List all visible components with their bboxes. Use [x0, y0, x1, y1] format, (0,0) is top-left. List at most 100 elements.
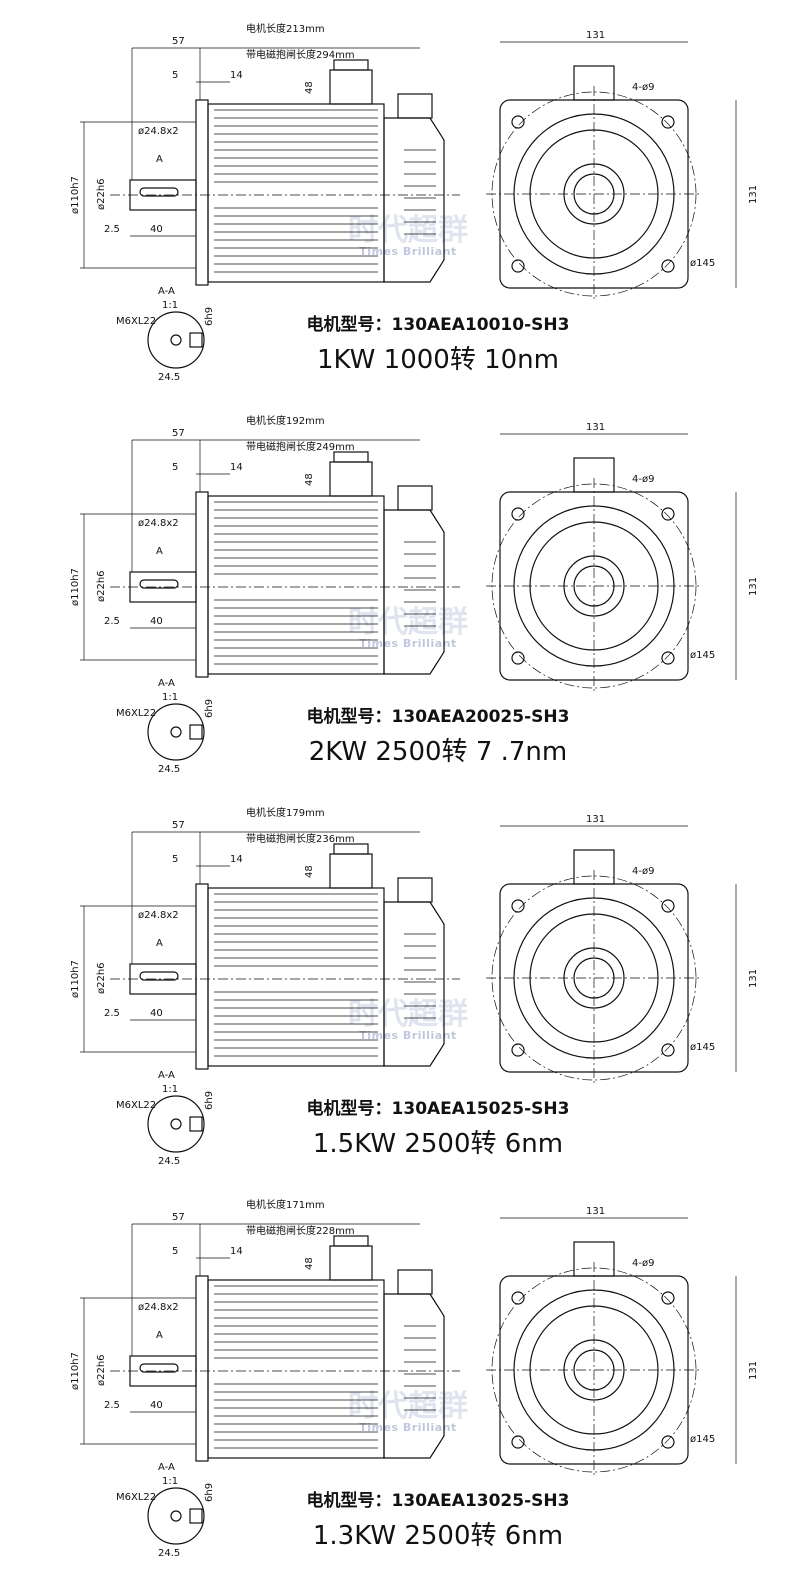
holes-label: 4-ø9: [632, 1258, 655, 1269]
brake-length-label: 带电磁抱闸长度228mm: [246, 1226, 355, 1237]
cooling-fins: [214, 109, 436, 273]
dim-24-8: ø24.8x2: [138, 1302, 179, 1313]
dim-24-5: 24.5: [158, 372, 181, 383]
shaft-key: [139, 187, 179, 197]
dim-40: 40: [150, 224, 163, 235]
dim-40: 40: [150, 1400, 163, 1411]
dim-57: 57: [172, 820, 185, 831]
motor-flange: [195, 1275, 209, 1462]
dim-57: 57: [172, 428, 185, 439]
dim-48: 48: [304, 473, 315, 486]
mount-hole-tl: [511, 115, 525, 129]
mount-hole-bl: [511, 1435, 525, 1449]
cooling-fins: [214, 501, 436, 665]
encoder-housing: [383, 1293, 445, 1459]
holes-label: 4-ø9: [632, 866, 655, 877]
section-aa: A-A: [158, 1070, 175, 1081]
cooling-fins: [214, 1285, 436, 1449]
dim-145: ø145: [690, 650, 716, 661]
encoder-housing: [383, 509, 445, 675]
dim-110: ø110h7: [70, 568, 81, 606]
mount-hole-tl: [511, 1291, 525, 1305]
dim-2-5: 2.5: [104, 1400, 120, 1411]
dim-2-5: 2.5: [104, 1008, 120, 1019]
section-mark: A: [156, 1330, 163, 1341]
shaft-section: [147, 311, 205, 369]
motor-panel-2: 时代超群 Times Brilliant: [0, 392, 800, 784]
technical-drawing: [80, 1217, 737, 1545]
dim-48: 48: [304, 81, 315, 94]
motor-body: [207, 103, 385, 283]
brake-length-label: 带电磁抱闸长度236mm: [246, 834, 355, 845]
motor-length-label: 电机长度213mm: [246, 24, 325, 35]
dim-2-5: 2.5: [104, 616, 120, 627]
motor-body: [207, 887, 385, 1067]
thread-label: M6XL22: [116, 708, 157, 719]
dim-145: ø145: [690, 258, 716, 269]
dim-131-top: 131: [586, 422, 606, 433]
dim-2-5: 2.5: [104, 224, 120, 235]
dim-110: ø110h7: [70, 1352, 81, 1390]
encoder-housing: [383, 117, 445, 283]
spec-label: 1KW 1000转 10nm: [317, 345, 559, 375]
dim-48: 48: [304, 865, 315, 878]
brake-length-label: 带电磁抱闸长度294mm: [246, 50, 355, 61]
motor-flange: [195, 491, 209, 678]
motor-panel-1: 时代超群 Times Brilliant: [0, 0, 800, 392]
motor-panel-3: 时代超群 Times Brilliant: [0, 784, 800, 1176]
dim-40: 40: [150, 1008, 163, 1019]
section-scale: 1:1: [162, 300, 179, 311]
dim-110: ø110h7: [70, 960, 81, 998]
section-aa: A-A: [158, 286, 175, 297]
dim-14: 14: [230, 70, 243, 81]
dim-14: 14: [230, 1246, 243, 1257]
section-scale: 1:1: [162, 1476, 179, 1487]
shaft-key: [139, 971, 179, 981]
mount-hole-bl: [511, 1043, 525, 1057]
technical-drawing: [80, 41, 737, 369]
mount-hole-bl: [511, 651, 525, 665]
dim-24-5: 24.5: [158, 764, 181, 775]
dim-24-8: ø24.8x2: [138, 518, 179, 529]
dim-145: ø145: [690, 1042, 716, 1053]
shaft-section: [147, 1487, 205, 1545]
dim-131-side: 131: [748, 1360, 759, 1380]
model-label: 电机型号：130AEA15025-SH3: [306, 1099, 570, 1119]
motor-panel-4: 时代超群 Times Brilliant: [0, 1176, 800, 1568]
top-connector: [329, 1245, 373, 1281]
spec-label: 1.3KW 2500转 6nm: [312, 1521, 564, 1551]
dim-131-side: 131: [748, 576, 759, 596]
dim-145: ø145: [690, 1434, 716, 1445]
section-mark: A: [156, 546, 163, 557]
section-mark: A: [156, 154, 163, 165]
dim-57: 57: [172, 1212, 185, 1223]
model-label: 电机型号：130AEA20025-SH3: [306, 707, 570, 727]
mount-hole-br: [661, 259, 675, 273]
watermark-cn: 时代超群: [348, 1389, 468, 1424]
technical-drawing: [80, 825, 737, 1153]
dim-14: 14: [230, 462, 243, 473]
mount-hole-br: [661, 1435, 675, 1449]
mount-hole-bl: [511, 259, 525, 273]
dim-22: ø22h6: [96, 962, 107, 994]
watermark-cn: 时代超群: [348, 213, 468, 248]
dim-57: 57: [172, 36, 185, 47]
dim-131-top: 131: [586, 30, 606, 41]
dim-5: 5: [172, 70, 179, 81]
holes-label: 4-ø9: [632, 82, 655, 93]
spec-label: 2KW 2500转 7 .7nm: [308, 737, 568, 767]
section-scale: 1:1: [162, 692, 179, 703]
dim-24-8: ø24.8x2: [138, 126, 179, 137]
dim-48: 48: [304, 1257, 315, 1270]
mount-hole-tr: [661, 115, 675, 129]
cooling-fins: [214, 893, 436, 1057]
mount-hole-br: [661, 651, 675, 665]
dim-5: 5: [172, 1246, 179, 1257]
motor-flange: [195, 883, 209, 1070]
motor-body: [207, 1279, 385, 1459]
watermark-cn: 时代超群: [348, 605, 468, 640]
encoder-housing: [383, 901, 445, 1067]
dim-24-5: 24.5: [158, 1156, 181, 1167]
dim-22: ø22h6: [96, 1354, 107, 1386]
motor-length-label: 电机长度179mm: [246, 808, 325, 819]
